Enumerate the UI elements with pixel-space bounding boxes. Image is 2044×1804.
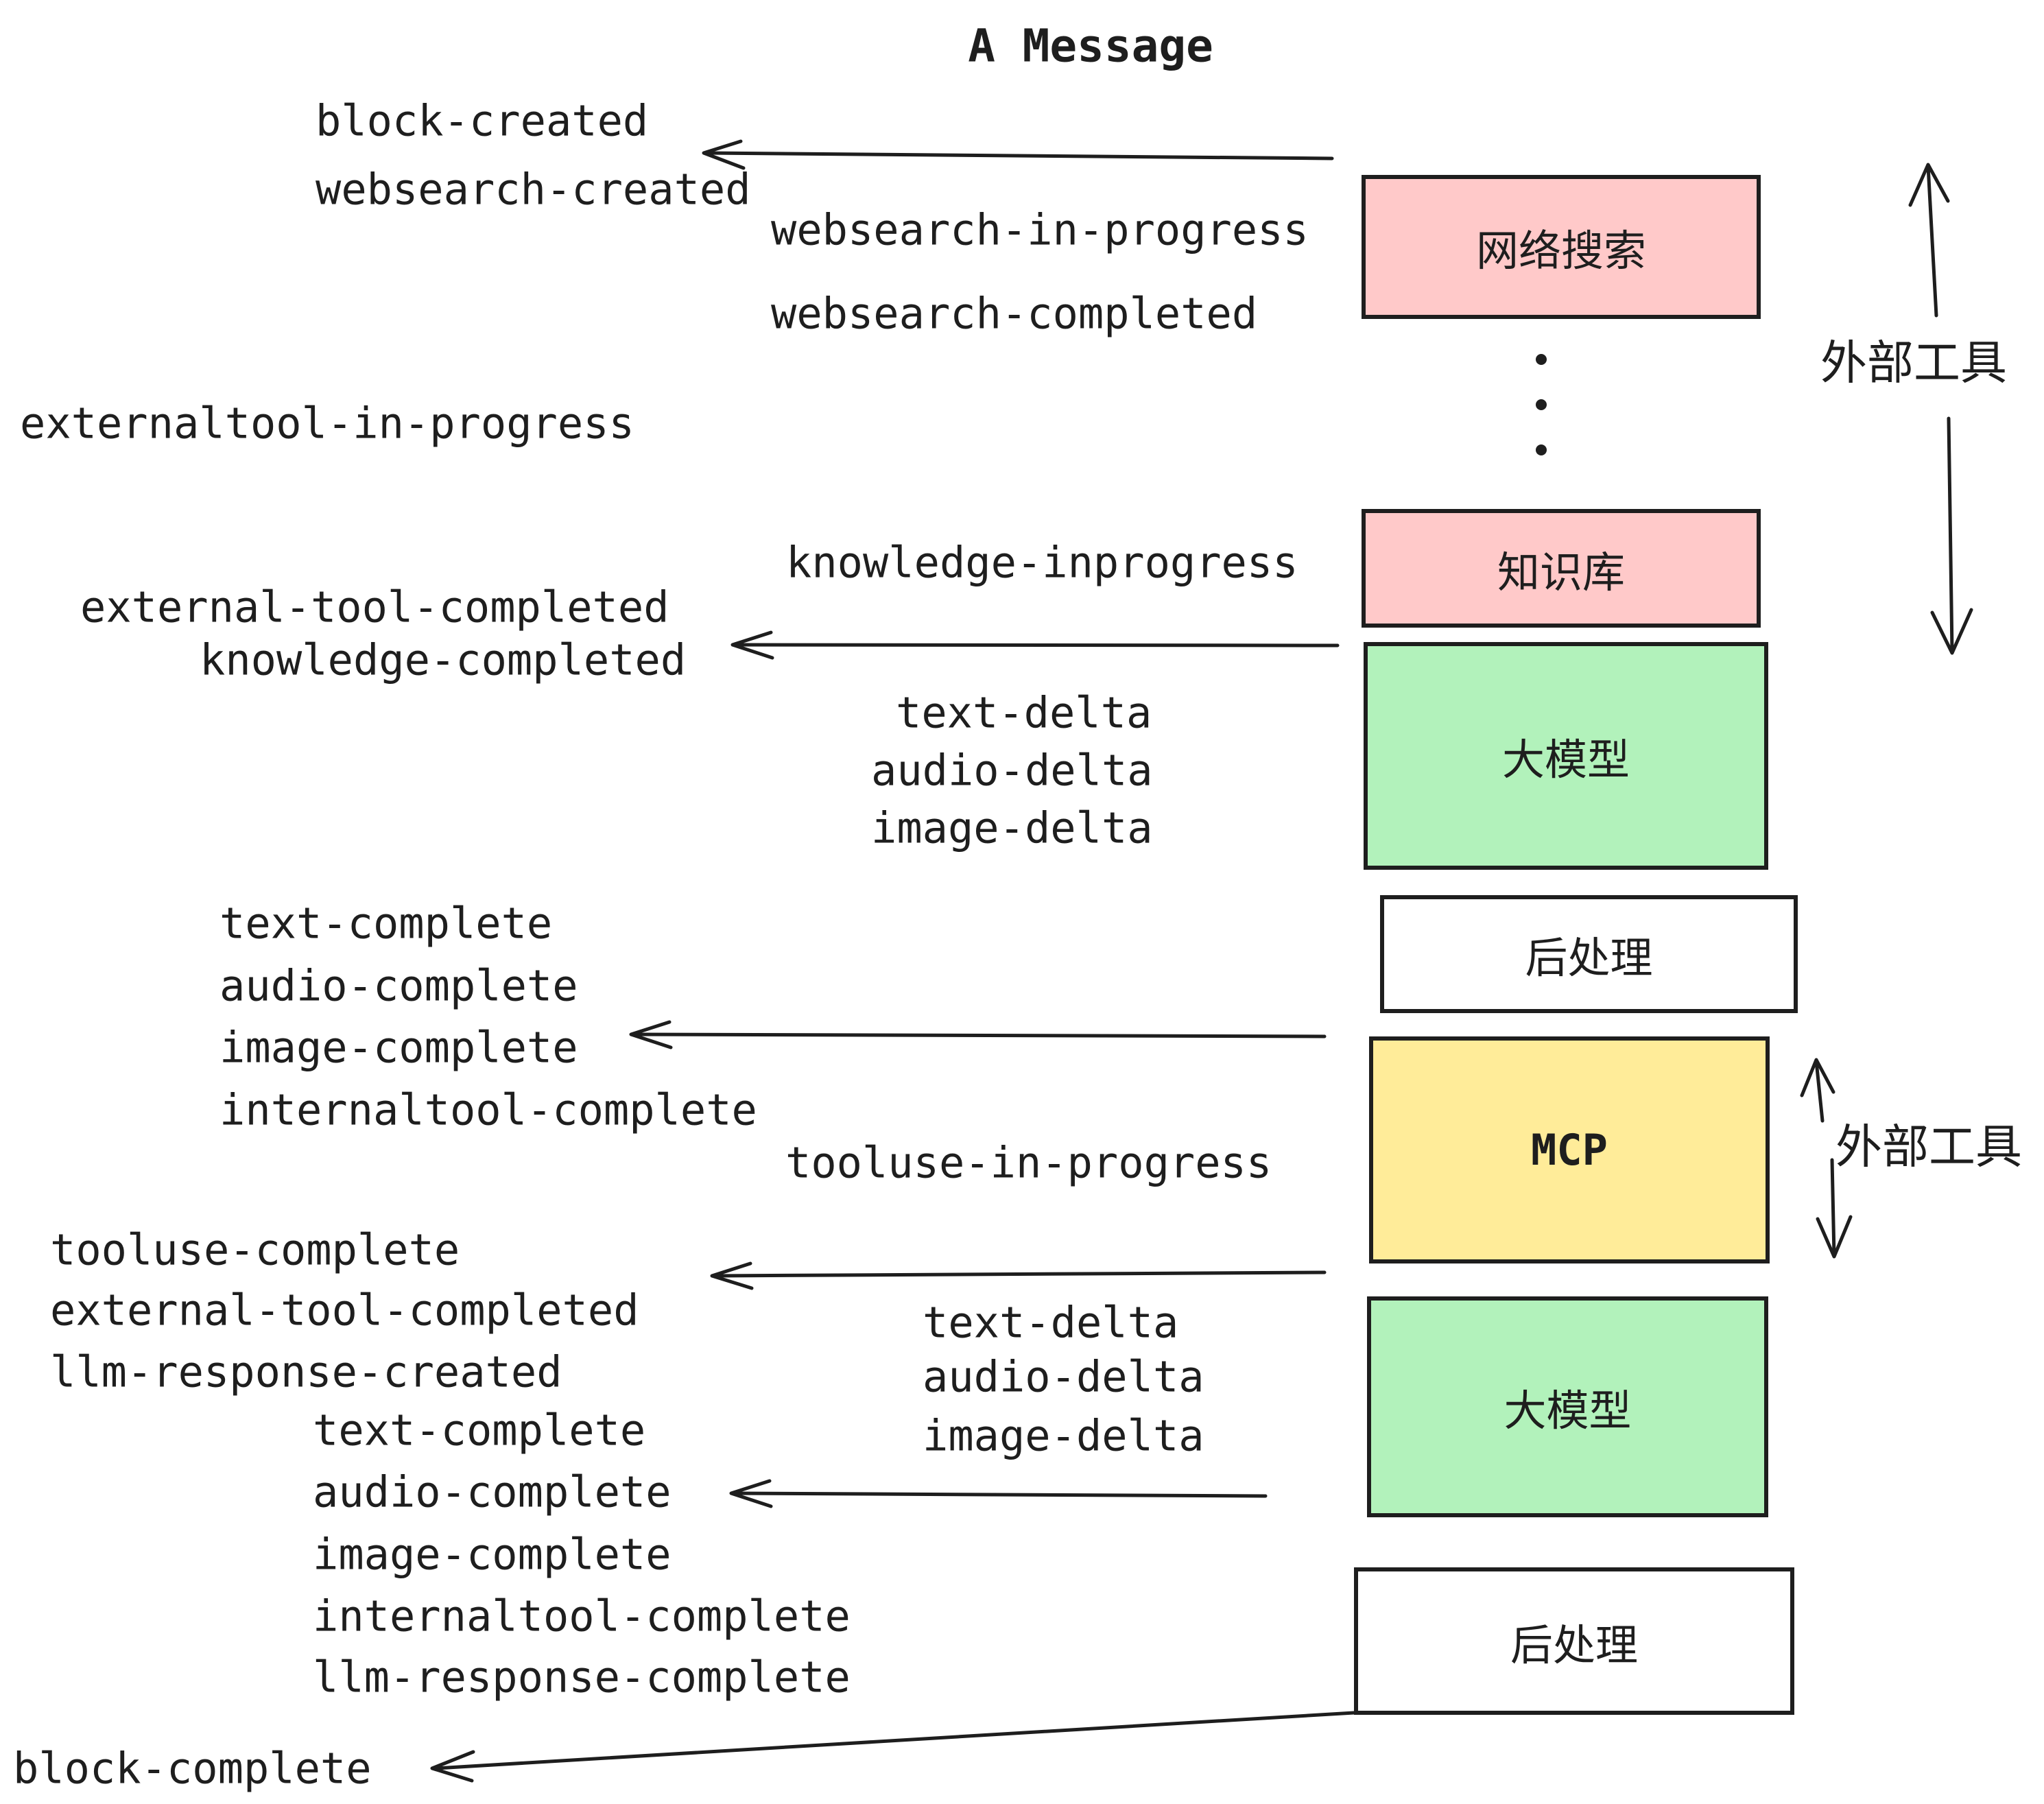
arrow-to-tooluse-complete (710, 1261, 1327, 1290)
websearch-box-label: 网络搜索 (1475, 226, 1646, 276)
event-label: audio-complete (219, 960, 578, 1011)
event-label: externaltool-in-progress (20, 398, 634, 449)
llm-box-2: 大模型 (1367, 1296, 1768, 1517)
event-label: tooluse-in-progress (785, 1137, 1272, 1188)
arrow-to-audio-complete (729, 1479, 1268, 1508)
event-label: internaltool-complete (219, 1084, 757, 1135)
event-label: audio-delta (871, 745, 1153, 796)
llm-box-1-label: 大模型 (1501, 735, 1630, 785)
event-label: image-complete (313, 1529, 672, 1580)
external-tools-label: 外部工具 (1835, 1120, 2023, 1175)
event-label: text-complete (219, 898, 553, 949)
event-label: llm-response-created (50, 1346, 562, 1397)
arrow-to-image-complete (629, 1020, 1327, 1049)
event-label: text-delta (923, 1297, 1179, 1348)
postprocess-box-1: 后处理 (1380, 895, 1798, 1013)
event-label: external-tool-completed (50, 1285, 639, 1336)
ellipsis-dots (1536, 354, 1547, 455)
postprocess-box-2: 后处理 (1354, 1567, 1794, 1715)
event-label: block-created (316, 95, 649, 146)
event-label: image-complete (219, 1022, 578, 1073)
knowledge-box: 知识库 (1362, 509, 1761, 628)
event-label: knowledge-inprogress (786, 537, 1298, 588)
event-label: internaltool-complete (313, 1591, 851, 1641)
page-title: A Message (968, 19, 1213, 73)
external-tools-arrow-up-2 (1800, 1058, 1835, 1123)
event-label: tooluse-complete (50, 1224, 460, 1275)
postprocess-box-2-label: 后处理 (1510, 1619, 1638, 1670)
event-label: knowledge-completed (200, 634, 687, 685)
postprocess-box-1-label: 后处理 (1525, 933, 1653, 983)
event-label: image-delta (871, 803, 1153, 853)
event-label: text-complete (313, 1405, 646, 1456)
arrow-to-block-complete (430, 1711, 1356, 1783)
external-tools-label: 外部工具 (1820, 336, 2008, 391)
event-label: audio-complete (313, 1467, 672, 1517)
event-label: image-delta (923, 1410, 1204, 1461)
mcp-box-label: MCP (1531, 1125, 1608, 1175)
arrow-to-knowledge-completed (730, 630, 1340, 660)
event-label: llm-response-complete (313, 1652, 851, 1702)
mcp-box: MCP (1369, 1036, 1770, 1263)
arrow-to-websearch-created (702, 139, 1334, 170)
external-tools-arrow-up-1 (1908, 163, 1950, 318)
event-label: websearch-created (316, 164, 751, 215)
knowledge-box-label: 知识库 (1497, 547, 1625, 597)
llm-box-1: 大模型 (1364, 642, 1768, 870)
websearch-box: 网络搜索 (1362, 175, 1761, 319)
event-label: block-complete (13, 1743, 372, 1794)
llm-box-2-label: 大模型 (1504, 1386, 1632, 1436)
event-label: external-tool-completed (80, 582, 669, 632)
event-label: websearch-in-progress (771, 204, 1309, 255)
event-label: websearch-completed (771, 288, 1258, 339)
event-label: text-delta (896, 687, 1152, 738)
external-tools-arrow-down-1 (1930, 416, 1973, 655)
event-label: audio-delta (923, 1351, 1204, 1402)
